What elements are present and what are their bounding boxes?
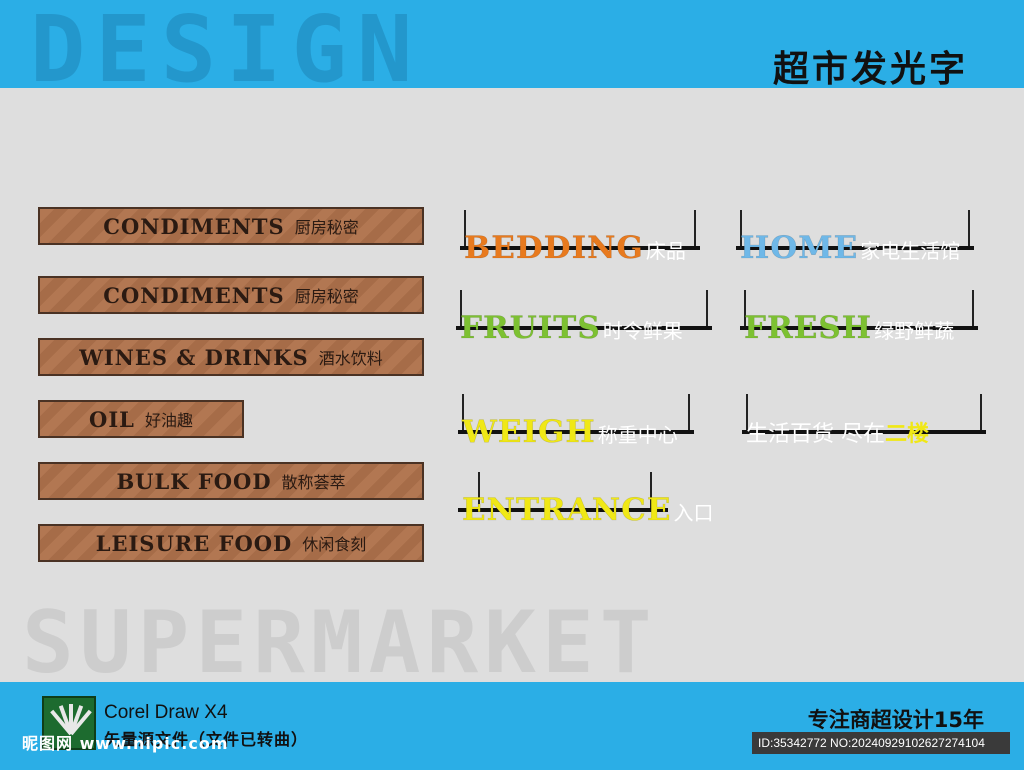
footer-band bbox=[0, 682, 1024, 770]
wood-sign-en: LEISURE FOOD bbox=[95, 530, 293, 556]
footer-watermark: SUPERMARKET bbox=[22, 593, 658, 693]
wood-sign-wines-drinks: WINES & DRINKS 酒水饮料 bbox=[38, 338, 424, 376]
image-id-bar: ID:35342772 NO:20240929102627274104 bbox=[752, 732, 1010, 754]
light-sign-highlight: 二楼 bbox=[885, 422, 930, 447]
light-sign-cn: 家电生活馆 bbox=[860, 239, 961, 263]
light-sign-fruits: FRUITS 时令鲜果 bbox=[456, 290, 712, 350]
light-sign-en: WEIGH bbox=[462, 414, 596, 451]
hanging-wire bbox=[688, 394, 690, 432]
light-sign-entrance: ENTRANCE 入口 bbox=[458, 472, 722, 532]
mount-bar bbox=[740, 326, 978, 330]
hanging-wire bbox=[462, 394, 464, 432]
hanging-wire bbox=[744, 290, 746, 328]
wood-sign-condiments-1: CONDIMENTS 厨房秘密 bbox=[38, 207, 424, 245]
software-name: Corel Draw X4 bbox=[104, 702, 228, 723]
hanging-wire bbox=[650, 472, 652, 510]
light-sign-weigh: WEIGH 称重中心 bbox=[458, 394, 694, 454]
file-note: 矢量源文件（文件已转曲） bbox=[104, 732, 309, 749]
wood-sign-en: WINES & DRINKS bbox=[79, 344, 309, 370]
mount-bar bbox=[742, 430, 986, 434]
light-sign-bedding: BEDDING 床品 bbox=[460, 210, 700, 270]
wood-sign-condiments-2: CONDIMENTS 厨房秘密 bbox=[38, 276, 424, 314]
hanging-wire bbox=[740, 210, 742, 248]
wood-sign-en: BULK FOOD bbox=[116, 468, 272, 494]
hanging-wire bbox=[746, 394, 748, 432]
light-sign-cn: 入口 bbox=[673, 501, 714, 525]
hanging-wire bbox=[694, 210, 696, 248]
light-sign-cn: 生活百货 尽在 bbox=[746, 422, 885, 447]
light-sign-en: FRUITS bbox=[460, 310, 601, 347]
wood-sign-en: CONDIMENTS bbox=[103, 213, 285, 239]
mount-bar bbox=[456, 326, 712, 330]
wood-sign-bulk-food: BULK FOOD 散称荟萃 bbox=[38, 462, 424, 500]
wood-sign-cn: 厨房秘密 bbox=[294, 287, 359, 306]
footer-slogan: 专注商超设计15年 bbox=[807, 708, 984, 732]
light-sign-cn: 床品 bbox=[645, 239, 686, 263]
light-sign-en: FRESH bbox=[744, 310, 873, 347]
wood-sign-cn: 酒水饮料 bbox=[318, 349, 383, 368]
header-watermark: DESIGN bbox=[30, 0, 423, 89]
wood-sign-oil: OIL 好油趣 bbox=[38, 400, 244, 438]
hanging-wire bbox=[706, 290, 708, 328]
hanging-wire bbox=[478, 472, 480, 510]
light-sign-en: ENTRANCE bbox=[462, 492, 672, 529]
light-sign-cn: 称重中心 bbox=[597, 423, 678, 447]
wood-sign-cn: 好油趣 bbox=[144, 411, 193, 430]
hanging-wire bbox=[968, 210, 970, 248]
mount-bar bbox=[458, 508, 668, 512]
page-title: 超市发光字 bbox=[772, 49, 968, 88]
wood-sign-cn: 休闲食刻 bbox=[302, 535, 367, 554]
header-band: DESIGN 超市发光字 bbox=[0, 0, 1024, 88]
light-sign-cn: 时令鲜果 bbox=[602, 319, 683, 343]
hanging-wire bbox=[464, 210, 466, 248]
wood-sign-leisure-food: LEISURE FOOD 休闲食刻 bbox=[38, 524, 424, 562]
coreldraw-logo-icon bbox=[42, 696, 96, 750]
light-sign-second-floor: 生活百货 尽在 二楼 bbox=[742, 394, 986, 454]
hanging-wire bbox=[460, 290, 462, 328]
mount-bar bbox=[736, 246, 974, 250]
light-sign-en: BEDDING bbox=[464, 230, 644, 267]
light-sign-fresh: FRESH 绿野鲜蔬 bbox=[740, 290, 978, 350]
light-sign-cn: 绿野鲜蔬 bbox=[874, 319, 955, 343]
software-info: Corel Draw X4 矢量源文件（文件已转曲） bbox=[104, 702, 308, 750]
wood-sign-cn: 散称荟萃 bbox=[281, 473, 346, 492]
mount-bar bbox=[458, 430, 694, 434]
light-sign-home: HOME 家电生活馆 bbox=[736, 210, 974, 270]
light-sign-en: HOME bbox=[740, 230, 859, 267]
site-watermark: 昵图网 www.nipic.com bbox=[22, 734, 229, 753]
hanging-wire bbox=[972, 290, 974, 328]
mount-bar bbox=[460, 246, 700, 250]
wood-sign-en: OIL bbox=[89, 406, 135, 432]
wood-sign-en: CONDIMENTS bbox=[103, 282, 285, 308]
wood-sign-cn: 厨房秘密 bbox=[294, 218, 359, 237]
display-panel bbox=[0, 88, 1024, 682]
hanging-wire bbox=[980, 394, 982, 432]
